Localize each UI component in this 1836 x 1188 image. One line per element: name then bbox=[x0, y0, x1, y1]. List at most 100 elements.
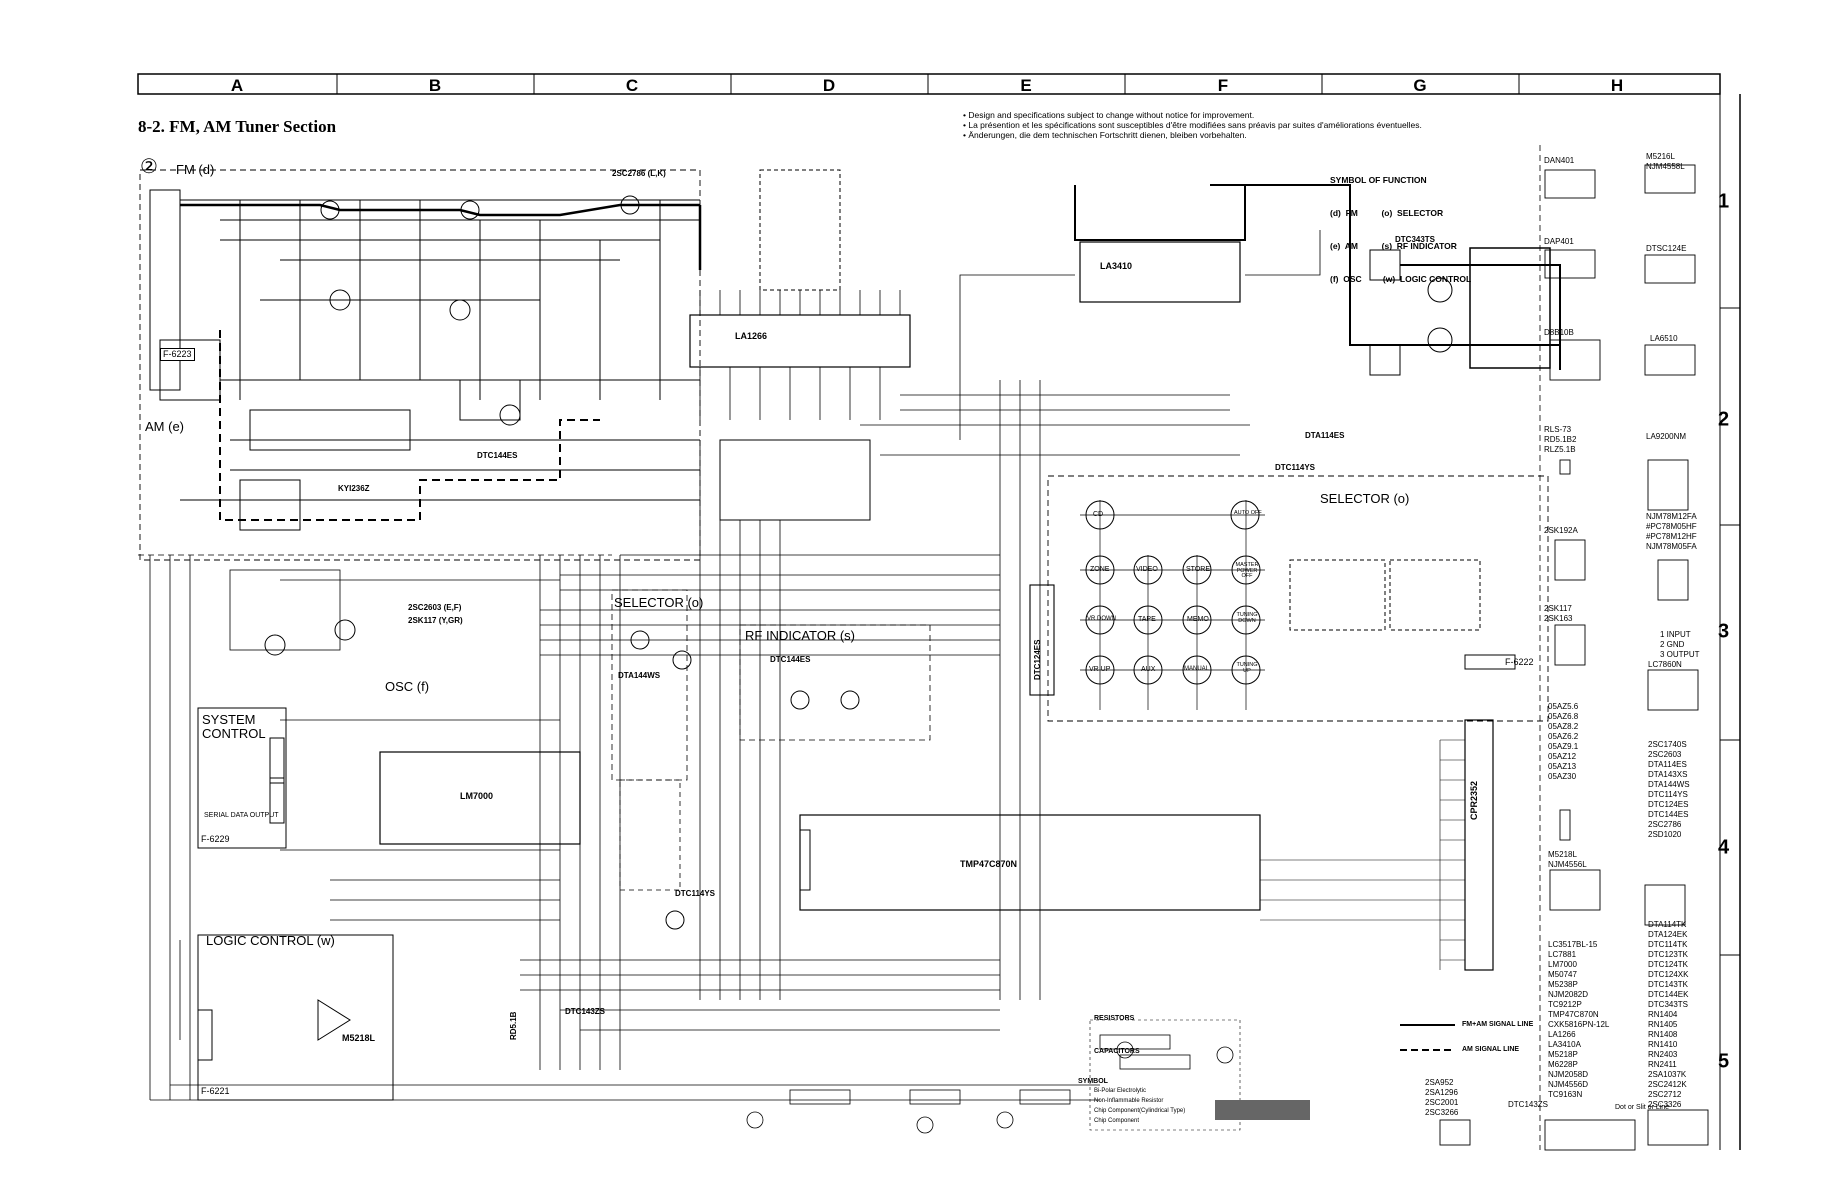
ic-item: TC9163N bbox=[1548, 1090, 1583, 1099]
transistor-dta114es: DTA114ES bbox=[1305, 431, 1345, 440]
notes-block: • Design and specifications subject to c… bbox=[963, 110, 1422, 140]
ic-item: M5218P bbox=[1548, 1050, 1578, 1059]
system-control-line-1: SYSTEM bbox=[202, 712, 256, 727]
part-dtc143zs: DTC143ZS bbox=[1508, 1100, 1549, 1109]
col-d: D bbox=[822, 76, 836, 95]
part-2sk117-line-1: 2SK117 bbox=[1544, 604, 1572, 613]
symbol-heading: SYMBOL OF FUNCTION bbox=[1330, 175, 1427, 185]
part-ic-list-2: DTA114TK DTA124EK DTC114TK DTC123TK DTC1… bbox=[1648, 920, 1688, 1110]
row-5: 5 bbox=[1718, 1050, 1730, 1073]
board-number: ② bbox=[140, 156, 158, 178]
col-h: H bbox=[1610, 76, 1624, 95]
ic-item: LA3410A bbox=[1548, 1040, 1581, 1049]
ic-dtc343ts: DTC343TS bbox=[1395, 235, 1436, 244]
part-2sk117: 2SK117 2SK163 bbox=[1544, 604, 1572, 624]
key-store: STORE bbox=[1186, 566, 1210, 573]
serial-data-output: SERIAL DATA OUTPUT bbox=[204, 812, 279, 819]
ic-item: NJM4556D bbox=[1548, 1080, 1589, 1089]
ic-item: M6228P bbox=[1548, 1060, 1578, 1069]
legend-solid-line: FM+AM SIGNAL LINE bbox=[1462, 1021, 1534, 1028]
part-rls73-line-1: RLS-73 bbox=[1544, 425, 1572, 434]
ic2-item: RN1404 bbox=[1648, 1010, 1678, 1019]
part-dap401: DAP401 bbox=[1544, 237, 1574, 246]
part-2sk192a: 2SK192A bbox=[1544, 526, 1578, 535]
diode-item: 05AZ9.1 bbox=[1548, 742, 1579, 751]
key-tuning-up: TUNING UP bbox=[1236, 662, 1258, 674]
part-reg-1: NJM78M12FA bbox=[1646, 512, 1697, 521]
ic-item: CXK5816PN-12L bbox=[1548, 1020, 1610, 1029]
ic2-item: DTC124TK bbox=[1648, 960, 1689, 969]
ic2-item: 2SA1037K bbox=[1648, 1070, 1687, 1079]
trans-item: DTC144ES bbox=[1648, 810, 1689, 819]
note-2: • La présention et les spécifications so… bbox=[963, 120, 1422, 130]
part-la9200nm: LA9200NM bbox=[1646, 432, 1687, 441]
col-a: A bbox=[230, 76, 244, 95]
ic2-item: RN1405 bbox=[1648, 1020, 1678, 1029]
selector-mid-label: SELECTOR (o) bbox=[614, 595, 704, 610]
key-tape: TAPE bbox=[1138, 616, 1156, 623]
system-control-line-2: CONTROL bbox=[202, 726, 266, 741]
note-3: • Änderungen, die dem technischen Fortsc… bbox=[963, 130, 1247, 140]
ic-item: LA1266 bbox=[1548, 1030, 1576, 1039]
key-memo: MEMO bbox=[1187, 616, 1209, 623]
row-2: 2 bbox=[1718, 408, 1730, 431]
part-small-trans: 2SA952 2SA1296 2SC2001 2SC3266 bbox=[1425, 1078, 1458, 1118]
trans-item: DTC114YS bbox=[1648, 790, 1688, 799]
ic-item: TMP47C870N bbox=[1548, 1010, 1599, 1019]
ic-la3410: LA3410 bbox=[1100, 261, 1133, 271]
ic2-item: DTC343TS bbox=[1648, 1000, 1689, 1009]
key-tuning-down: TUNING DOWN bbox=[1236, 612, 1258, 624]
transistor-dtc144es-2: DTC144ES bbox=[770, 655, 811, 664]
notes-symbol: SYMBOL bbox=[1078, 1078, 1108, 1085]
transistor-dta144ws: DTA144WS bbox=[618, 671, 661, 680]
notes-resistors: RESISTORS bbox=[1094, 1015, 1135, 1022]
diode-item: 05AZ6.8 bbox=[1548, 712, 1579, 721]
col-g: G bbox=[1413, 76, 1427, 95]
diode-item: 05AZ13 bbox=[1548, 762, 1577, 771]
part-transistor-list: 2SC1740S 2SC2603 DTA114ES DTA143XS DTA14… bbox=[1648, 740, 1690, 840]
notes-capacitors: CAPACITORS bbox=[1094, 1048, 1140, 1055]
connector-f6221: F-6221 bbox=[201, 1086, 230, 1096]
trans-item: DTA114ES bbox=[1648, 760, 1687, 769]
symbol-1: Bi-Polar Electrolytic bbox=[1094, 1088, 1147, 1094]
row-3: 3 bbox=[1718, 620, 1730, 643]
part-reg-4: NJM78M05FA bbox=[1646, 542, 1697, 551]
part-rls73-line-2: RD5.1B2 bbox=[1544, 435, 1577, 444]
ic-la1266: LA1266 bbox=[735, 331, 768, 341]
logic-control-label: LOGIC CONTROL (w) bbox=[206, 933, 335, 948]
part-rls73: RLS-73 RD5.1B2 RLZ5.1B bbox=[1544, 425, 1576, 455]
am-section-label: AM (e) bbox=[145, 419, 184, 434]
selector-right-label: SELECTOR (o) bbox=[1320, 491, 1410, 506]
diode-rd5-1b: RD5.1B bbox=[509, 1011, 518, 1040]
transistor-dtc143zs: DTC143ZS bbox=[565, 1007, 606, 1016]
row-1: 1 bbox=[1718, 190, 1730, 213]
ic2-item: RN2411 bbox=[1648, 1060, 1677, 1069]
part-la6510: LA6510 bbox=[1650, 334, 1678, 343]
ic2-item: 2SC3326 bbox=[1648, 1100, 1682, 1109]
part-m5216l-line-2: NJM4558L bbox=[1646, 162, 1685, 171]
diode-item: 05AZ8.2 bbox=[1548, 722, 1579, 731]
part-pin-1: 1 INPUT bbox=[1660, 630, 1691, 639]
ic2-item: RN2403 bbox=[1648, 1050, 1678, 1059]
part-dot-note: Dot or Slit or Line bbox=[1615, 1104, 1670, 1111]
trans-item: 2SD1020 bbox=[1648, 830, 1682, 839]
part-dan401: DAN401 bbox=[1544, 156, 1575, 165]
ic-item: LC7881 bbox=[1548, 950, 1577, 959]
trans-item: 2SC2786 bbox=[1648, 820, 1682, 829]
trans-item: DTC124ES bbox=[1648, 800, 1689, 809]
symbol-of-function: SYMBOL OF FUNCTION (d) FM (o) SELECTOR (… bbox=[1330, 153, 1471, 307]
part-lc7860n: LC7860N bbox=[1648, 660, 1682, 669]
part-rls73-line-3: RLZ5.1B bbox=[1544, 445, 1576, 454]
ic-item: NJM2082D bbox=[1548, 990, 1589, 999]
small-trans-item: 2SA1296 bbox=[1425, 1088, 1458, 1097]
ic2-item: DTC143TK bbox=[1648, 980, 1689, 989]
key-cd: CD bbox=[1093, 511, 1104, 518]
ic-item: NJM2058D bbox=[1548, 1070, 1589, 1079]
ic2-item: RN1410 bbox=[1648, 1040, 1678, 1049]
fm-section-label: FM (d) bbox=[176, 162, 215, 177]
small-trans-item: 2SC3266 bbox=[1425, 1108, 1459, 1117]
part-pinout: 1 INPUT 2 GND 3 OUTPUT bbox=[1660, 630, 1700, 660]
symbol-4: Chip Component bbox=[1094, 1118, 1140, 1124]
